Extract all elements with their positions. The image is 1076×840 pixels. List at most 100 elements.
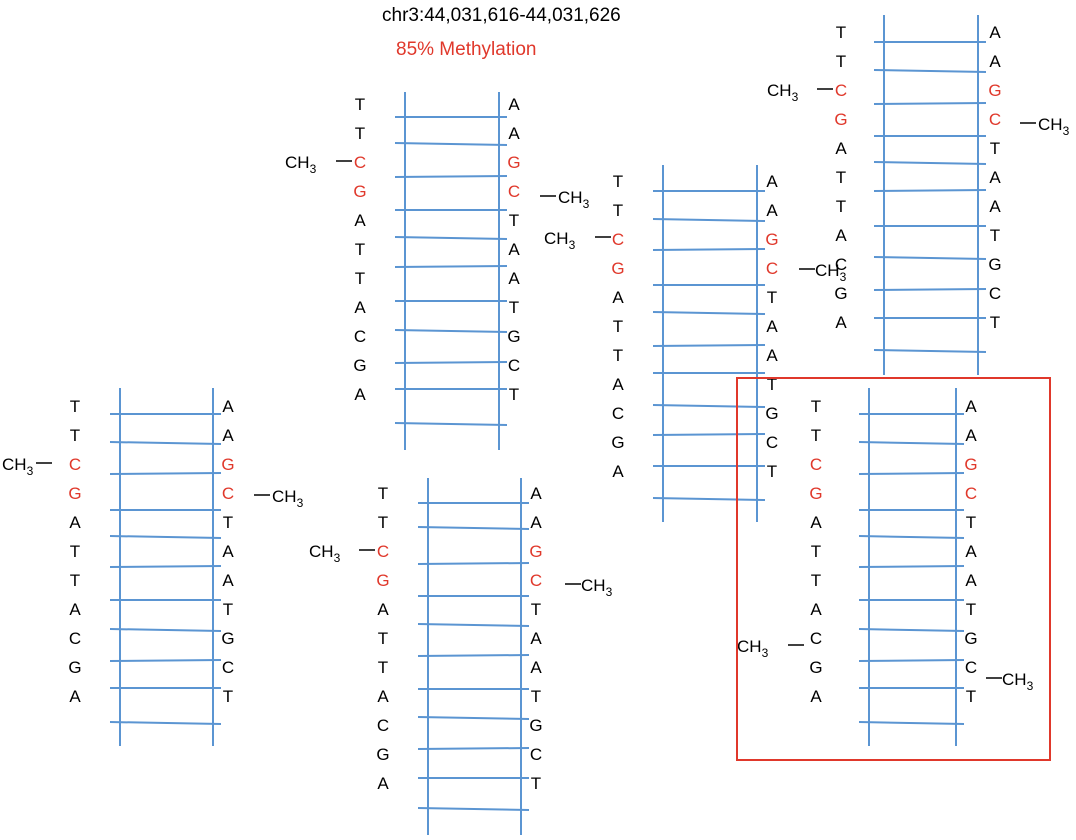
base-right: A xyxy=(530,513,542,532)
base-right: A xyxy=(508,124,520,143)
base-pair-rung xyxy=(873,349,987,353)
base-right: C xyxy=(766,433,778,452)
base-pair-rung xyxy=(858,659,965,662)
base-left: T xyxy=(378,658,388,677)
base-pair-rung xyxy=(417,562,530,565)
base-right: A xyxy=(766,346,778,365)
base-right: A xyxy=(508,95,520,114)
base-left: T xyxy=(355,269,365,288)
base-pair-rung xyxy=(873,288,987,291)
base-left: C xyxy=(810,455,822,474)
base-right: T xyxy=(223,600,233,619)
base-pair-rung xyxy=(652,218,766,222)
base-pair-rung xyxy=(873,189,987,192)
base-right: C xyxy=(989,284,1001,303)
base-pair-rung xyxy=(858,535,965,539)
base-left: G xyxy=(834,284,847,303)
base-left: C xyxy=(377,542,389,561)
base-left: G xyxy=(353,356,366,375)
base-pair-rung xyxy=(858,721,965,725)
base-right: A xyxy=(965,571,977,590)
base-pair-rung xyxy=(417,716,530,720)
base-pair-rung xyxy=(109,441,222,445)
base-left: C xyxy=(612,404,624,423)
base-right: A xyxy=(766,317,778,336)
methyl-left: CH3 xyxy=(309,542,341,565)
base-pair-rung xyxy=(873,69,987,73)
base-pair-rung xyxy=(858,565,965,568)
base-right: T xyxy=(966,687,976,706)
base-pair-rung xyxy=(652,433,766,436)
base-pair-rung xyxy=(394,142,508,146)
base-left: T xyxy=(836,52,846,71)
base-right: T xyxy=(767,462,777,481)
base-right: A xyxy=(766,172,778,191)
base-pair-rung xyxy=(394,236,508,240)
base-left: G xyxy=(611,433,624,452)
base-left: A xyxy=(612,288,624,307)
base-pair-rung xyxy=(873,256,987,260)
base-left: G xyxy=(353,182,366,201)
base-right: A xyxy=(222,571,234,590)
base-right: A xyxy=(530,484,542,503)
base-left: T xyxy=(70,426,80,445)
base-right: C xyxy=(965,658,977,677)
base-right: G xyxy=(988,81,1001,100)
methyl-right: CH3 xyxy=(1002,670,1034,693)
base-left: T xyxy=(811,397,821,416)
base-left: T xyxy=(378,484,388,503)
base-left: A xyxy=(377,774,389,793)
base-left: G xyxy=(68,658,81,677)
base-right: G xyxy=(221,455,234,474)
base-left: A xyxy=(69,687,81,706)
base-pair-rung xyxy=(417,747,530,750)
base-right: G xyxy=(765,230,778,249)
methyl-right: CH3 xyxy=(581,576,613,599)
base-pair-rung xyxy=(109,535,222,539)
methyl-right: CH3 xyxy=(272,487,304,510)
base-left: T xyxy=(378,629,388,648)
base-right: T xyxy=(509,211,519,230)
base-left: T xyxy=(70,542,80,561)
base-left: A xyxy=(835,226,847,245)
base-right: T xyxy=(223,513,233,532)
base-right: T xyxy=(531,774,541,793)
base-left: T xyxy=(355,240,365,259)
base-right: G xyxy=(529,542,542,561)
base-left: T xyxy=(355,124,365,143)
base-left: A xyxy=(612,462,624,481)
base-right: A xyxy=(965,426,977,445)
base-left: T xyxy=(613,317,623,336)
base-pair-rung xyxy=(858,628,965,632)
base-left: A xyxy=(377,600,389,619)
base-right: G xyxy=(765,404,778,423)
base-right: G xyxy=(988,255,1001,274)
base-pair-rung xyxy=(394,361,508,364)
base-right: G xyxy=(507,327,520,346)
methylation-percentage: 85% Methylation xyxy=(396,39,537,60)
base-pair-rung xyxy=(417,807,530,811)
base-right: G xyxy=(964,629,977,648)
base-right: C xyxy=(222,658,234,677)
base-pair-rung xyxy=(109,628,222,632)
base-right: A xyxy=(965,542,977,561)
base-right: A xyxy=(989,52,1001,71)
base-left: C xyxy=(69,455,81,474)
base-right: C xyxy=(766,259,778,278)
base-pair-rung xyxy=(417,623,530,627)
base-right: G xyxy=(221,629,234,648)
methyl-left: CH3 xyxy=(737,637,769,660)
base-right: T xyxy=(767,288,777,307)
base-right: A xyxy=(989,168,1001,187)
methyl-left: CH3 xyxy=(285,153,317,176)
base-left: G xyxy=(376,745,389,764)
base-left: C xyxy=(377,716,389,735)
base-pair-rung xyxy=(394,329,508,333)
base-left: C xyxy=(835,255,847,274)
base-right: C xyxy=(530,571,542,590)
base-right: A xyxy=(989,197,1001,216)
